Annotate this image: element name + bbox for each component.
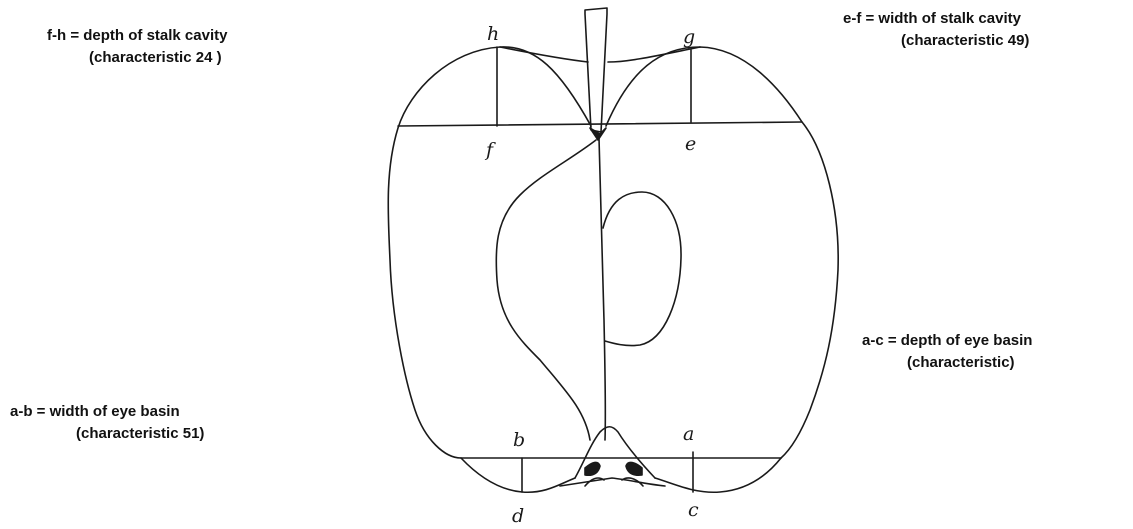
point-c: c [688,499,699,521]
point-g: g [683,26,695,48]
stalk-cavity-left-shoulder [499,46,589,63]
point-e: e [685,133,696,155]
label-stalk-cavity-depth: f-h = depth of stalk cavity (characteris… [47,25,227,69]
stalk-base [589,127,607,141]
label-stalk-cavity-depth-line1: f-h = depth of stalk cavity [47,27,228,44]
label-stalk-cavity-width: e-f = width of stalk cavity (characteris… [843,8,1029,52]
point-b: b [513,429,525,451]
calyx-base-left [584,477,605,487]
calyx-sepal-left [584,461,601,477]
point-f: f [484,139,496,161]
label-eye-basin-depth: a-c = depth of eye basin (characteristic… [862,330,1032,374]
core-line [598,137,607,441]
calyx-base [559,477,666,487]
stalk-cavity-width-line [397,121,803,127]
point-a: a [683,423,694,445]
apple-outline-right [605,46,839,459]
calyx [574,425,656,479]
eye-basin-left-bottom [460,457,576,494]
label-stalk-cavity-width-line2: (characteristic 49) [901,32,1030,49]
eye-basin-right-bottom [654,457,782,494]
stalk-cavity-right-shoulder [607,46,701,63]
label-eye-basin-width: a-b = width of eye basin (characteristic… [10,401,204,445]
point-d: d [512,505,524,527]
label-eye-basin-depth-line1: a-c = depth of eye basin [862,332,1033,349]
stalk [584,7,608,133]
label-stalk-cavity-width-line1: e-f = width of stalk cavity [843,10,1021,27]
apple-outline-left [387,46,592,459]
calyx-sepal-right [625,461,643,477]
label-eye-basin-depth-line2: (characteristic) [907,354,1015,371]
calyx-base-right [621,477,644,487]
seed-chamber [602,191,682,347]
point-h: h [487,23,499,45]
core-outline-left [495,139,597,441]
label-eye-basin-width-line1: a-b = width of eye basin [10,403,180,420]
label-stalk-cavity-depth-line2: (characteristic 24 ) [89,49,222,66]
label-eye-basin-width-line2: (characteristic 51) [76,425,205,442]
